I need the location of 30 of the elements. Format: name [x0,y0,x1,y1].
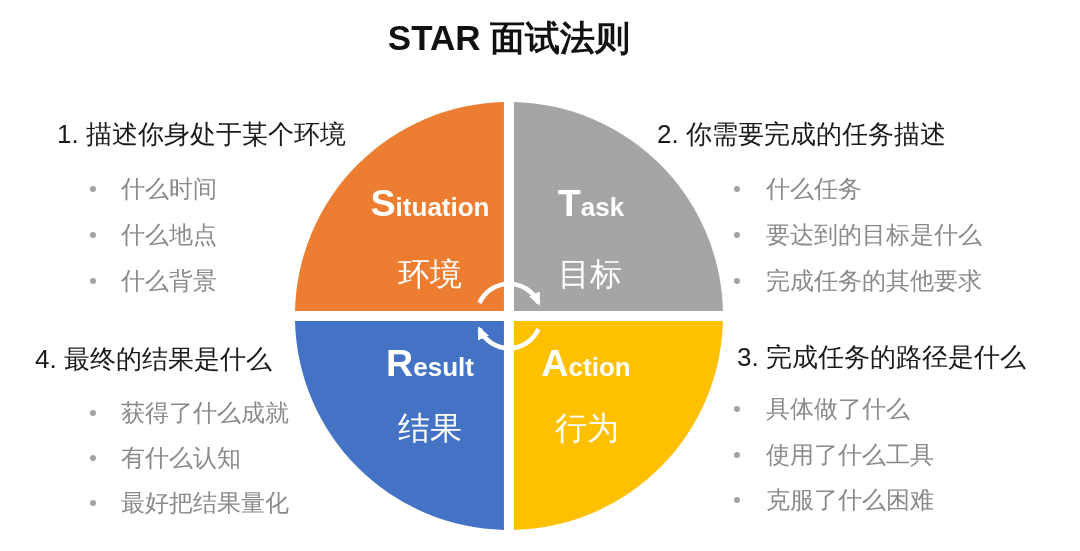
list-item: 什么背景 [121,267,217,295]
quadrant [295,321,504,530]
list-heading: 3. 完成任务的路径是什么 [737,343,1026,373]
list-item: 要达到的目标是什么 [766,221,982,249]
quadrant [514,321,723,530]
list-item: 什么时间 [121,175,217,203]
quadrant-label: 目标 [558,255,622,293]
list-heading: 2. 你需要完成的任务描述 [657,120,946,150]
quadrant-title: Result [386,342,474,386]
list-item: 获得了什么成就 [121,399,289,427]
list-item: 有什么认知 [121,444,241,472]
title: STAR 面试法则 [387,17,631,59]
quadrant-label: 结果 [398,409,462,447]
list-item: 克服了什么困难 [766,486,934,514]
list-item: 使用了什么工具 [766,440,934,469]
curved-arrow [477,281,541,306]
quadrant-label: 行为 [555,409,619,447]
quadrant-title: Situation [370,182,490,226]
list-item: 什么任务 [766,175,862,203]
list-item: 具体做了什么 [766,395,910,423]
quadrant-title: Action [541,342,631,386]
curved-arrow [477,326,541,351]
list-heading: 1. 描述你身处于某个环境 [57,120,346,150]
list-item: 完成任务的其他要求 [766,267,982,295]
list-heading: 4. 最终的结果是什么 [35,345,272,375]
quadrant-label: 环境 [398,255,462,293]
list-item: 什么地点 [121,221,217,249]
quadrant [295,102,504,311]
quadrant-title: Task [557,182,625,226]
list-item: 最好把结果量化 [121,489,289,517]
